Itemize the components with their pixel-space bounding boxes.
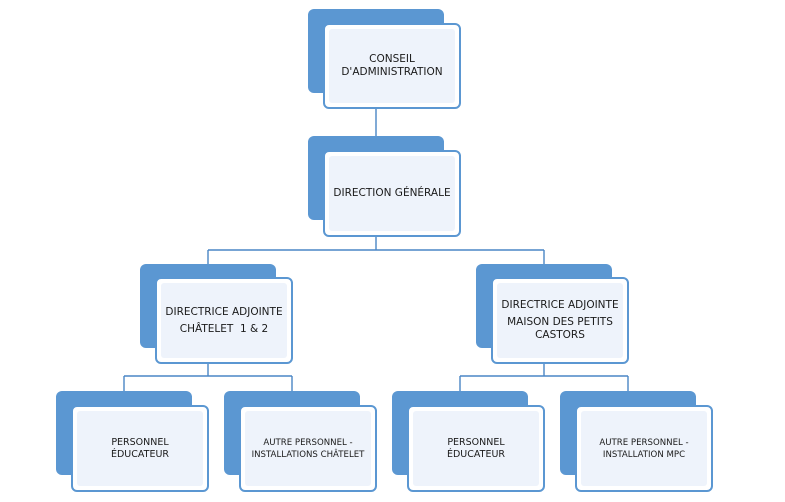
educateur-mpc-line1: PERSONNEL: [447, 436, 505, 448]
direction-line1: DIRECTION GÉNÉRALE: [333, 187, 451, 199]
node-autre-chatelet: AUTRE PERSONNEL - INSTALLATIONS CHÂTELET: [224, 391, 377, 492]
educateur-chatelet-line1: PERSONNEL: [111, 436, 169, 448]
autre-mpc-line2: INSTALLATION MPC: [602, 449, 686, 460]
node-direction: DIRECTION GÉNÉRALE: [308, 136, 461, 237]
node-card: DIRECTRICE ADJOINTE MAISON DES PETITS CA…: [491, 277, 629, 364]
node-card: CONSEIL D'ADMINISTRATION: [323, 23, 461, 109]
node-educateur-mpc: PERSONNEL ÉDUCATEUR: [392, 391, 545, 492]
educateur-mpc-line2: ÉDUCATEUR: [446, 448, 506, 460]
node-card: DIRECTION GÉNÉRALE: [323, 150, 461, 237]
conseil-line1: CONSEIL: [369, 53, 415, 65]
node-label: DIRECTRICE ADJOINTE CHÂTELET 1 & 2: [161, 283, 287, 358]
node-educateur-chatelet: PERSONNEL ÉDUCATEUR: [56, 391, 209, 492]
node-card: AUTRE PERSONNEL - INSTALLATIONS CHÂTELET: [239, 405, 377, 492]
node-adjointe-chatelet: DIRECTRICE ADJOINTE CHÂTELET 1 & 2: [140, 264, 293, 364]
autre-chatelet-line2: INSTALLATIONS CHÂTELET: [251, 449, 365, 460]
adjointe-chatelet-line2: CHÂTELET 1 & 2: [179, 322, 269, 335]
autre-chatelet-line1: AUTRE PERSONNEL -: [263, 437, 353, 448]
autre-mpc-line1: AUTRE PERSONNEL -: [599, 437, 689, 448]
educateur-chatelet-line2: ÉDUCATEUR: [110, 448, 170, 460]
node-adjointe-mpc: DIRECTRICE ADJOINTE MAISON DES PETITS CA…: [476, 264, 629, 364]
node-label: PERSONNEL ÉDUCATEUR: [77, 411, 203, 486]
node-label: PERSONNEL ÉDUCATEUR: [413, 411, 539, 486]
node-label: AUTRE PERSONNEL - INSTALLATIONS CHÂTELET: [245, 411, 371, 486]
adjointe-chatelet-line1: DIRECTRICE ADJOINTE: [165, 305, 283, 318]
node-autre-mpc: AUTRE PERSONNEL - INSTALLATION MPC: [560, 391, 713, 492]
node-card: DIRECTRICE ADJOINTE CHÂTELET 1 & 2: [155, 277, 293, 364]
node-label: DIRECTRICE ADJOINTE MAISON DES PETITS CA…: [497, 283, 623, 358]
adjointe-mpc-line1: DIRECTRICE ADJOINTE: [501, 299, 619, 311]
adjointe-mpc-line3: CASTORS: [535, 329, 585, 341]
adjointe-mpc-line2: MAISON DES PETITS: [507, 316, 613, 328]
node-card: AUTRE PERSONNEL - INSTALLATION MPC: [575, 405, 713, 492]
conseil-line2: D'ADMINISTRATION: [341, 66, 443, 78]
node-label: CONSEIL D'ADMINISTRATION: [329, 29, 455, 103]
node-conseil: CONSEIL D'ADMINISTRATION: [308, 9, 461, 109]
node-label: DIRECTION GÉNÉRALE: [329, 156, 455, 231]
node-label: AUTRE PERSONNEL - INSTALLATION MPC: [581, 411, 707, 486]
node-card: PERSONNEL ÉDUCATEUR: [71, 405, 209, 492]
node-card: PERSONNEL ÉDUCATEUR: [407, 405, 545, 492]
